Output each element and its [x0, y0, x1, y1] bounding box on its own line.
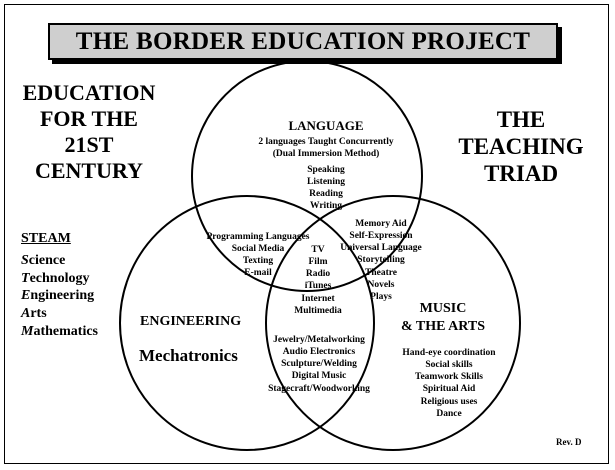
steam-item: Engineering: [21, 287, 98, 305]
list-item: Reading: [309, 189, 343, 200]
education-21st-century-heading: EDUCATION FOR THE 21ST CENTURY: [14, 80, 164, 184]
list-item: Radio: [305, 269, 331, 280]
music-arts-region: Hand-eye coordination Social skills Team…: [386, 347, 512, 420]
list-item: Teamwork Skills: [414, 372, 483, 383]
list-item: Digital Music: [291, 371, 347, 382]
list-item: Internet: [301, 293, 335, 304]
list-item: E-mail: [244, 268, 272, 279]
music-arts-circle: [265, 195, 521, 451]
steam-rest: ngineering: [30, 288, 95, 304]
engineering-music-overlap: Jewelry/Metalworking Audio Electronics S…: [258, 334, 380, 395]
heading-line: FOR THE: [39, 105, 138, 131]
steam-item: Mathematics: [21, 323, 98, 341]
list-item: Social Media: [231, 244, 285, 255]
heading-line: TEACHING: [458, 134, 584, 160]
language-subtitle: 2 languages Taught Concurrently: [258, 136, 394, 147]
steam-rest: echnology: [29, 270, 90, 286]
language-subtitle: (Dual Immersion Method): [272, 148, 380, 159]
steam-rest: rts: [30, 306, 47, 322]
list-item: Stagecraft/Woodworking: [268, 383, 370, 394]
page-border: [4, 4, 609, 464]
list-item: iTunes: [304, 281, 332, 292]
list-item: Religious uses: [420, 396, 478, 407]
steam-initial: S: [21, 252, 29, 268]
list-item: Jewelry/Metalworking: [273, 335, 365, 345]
list-item: Dance: [436, 408, 462, 419]
list-item: Universal Language: [340, 243, 422, 254]
steam-title: STEAM: [21, 231, 71, 246]
list-item: Memory Aid: [355, 219, 407, 229]
engineering-circle: [119, 195, 375, 451]
heading-line: TRIAD: [483, 161, 559, 187]
language-heading: LANGUAGE: [288, 118, 364, 133]
language-music-overlap: Memory Aid Self-Expression Universal Lan…: [322, 218, 440, 303]
list-item: Hand-eye coordination: [402, 348, 496, 358]
steam-initial: T: [21, 270, 30, 286]
list-item: Speaking: [307, 164, 345, 175]
steam-rest: athematics: [33, 323, 98, 339]
list-item: Plays: [370, 291, 392, 302]
language-engineering-overlap: Programming Languages Social Media Texti…: [195, 231, 321, 280]
list-item: Texting: [242, 256, 274, 267]
list-item: Novels: [367, 279, 395, 290]
list-item: Social skills: [425, 360, 473, 371]
mechatronics-label: Mechatronics: [139, 346, 238, 365]
list-item: Audio Electronics: [282, 347, 356, 358]
revision-label: Rev. D: [556, 437, 582, 447]
heading-line: 21ST: [64, 131, 114, 157]
list-item: Sculpture/Welding: [281, 359, 357, 370]
language-region: LANGUAGE 2 languages Taught Concurrently…: [226, 118, 426, 213]
list-item: Theatre: [364, 267, 397, 278]
steam-initial: E: [21, 288, 31, 304]
heading-line: CENTURY: [34, 157, 143, 183]
page-title: THE BORDER EDUCATION PROJECT: [48, 23, 558, 60]
steam-list: STEAM Science Technology Engineering Art…: [21, 230, 98, 341]
center-overlap: TV Film Radio iTunes Internet Multimedia: [288, 244, 348, 317]
teaching-triad-heading: THE TEACHING TRIAD: [456, 106, 586, 187]
list-item: Spiritual Aid: [422, 384, 476, 395]
list-item: Self-Expression: [349, 231, 413, 242]
steam-rest: cience: [28, 252, 66, 268]
steam-initial: A: [21, 306, 31, 322]
engineering-heading: ENGINEERING: [140, 314, 242, 329]
list-item: Listening: [306, 177, 345, 188]
list-item: TV: [311, 245, 325, 255]
heading-line: THE: [496, 107, 546, 132]
steam-item: Arts: [21, 305, 98, 323]
music-arts-heading: MUSIC & THE ARTS: [397, 300, 489, 336]
language-circle: [191, 60, 423, 292]
list-item: Programming Languages: [206, 232, 310, 242]
steam-item: Science: [21, 252, 98, 270]
steam-item: Technology: [21, 270, 98, 288]
list-item: Storytelling: [357, 255, 405, 266]
heading-line: EDUCATION: [22, 80, 156, 105]
list-item: Writing: [309, 201, 343, 212]
heading-line: & THE ARTS: [400, 319, 486, 335]
heading-line: MUSIC: [419, 301, 467, 316]
list-item: Multimedia: [294, 305, 342, 316]
steam-initial: M: [21, 323, 34, 339]
list-item: Film: [308, 257, 328, 268]
